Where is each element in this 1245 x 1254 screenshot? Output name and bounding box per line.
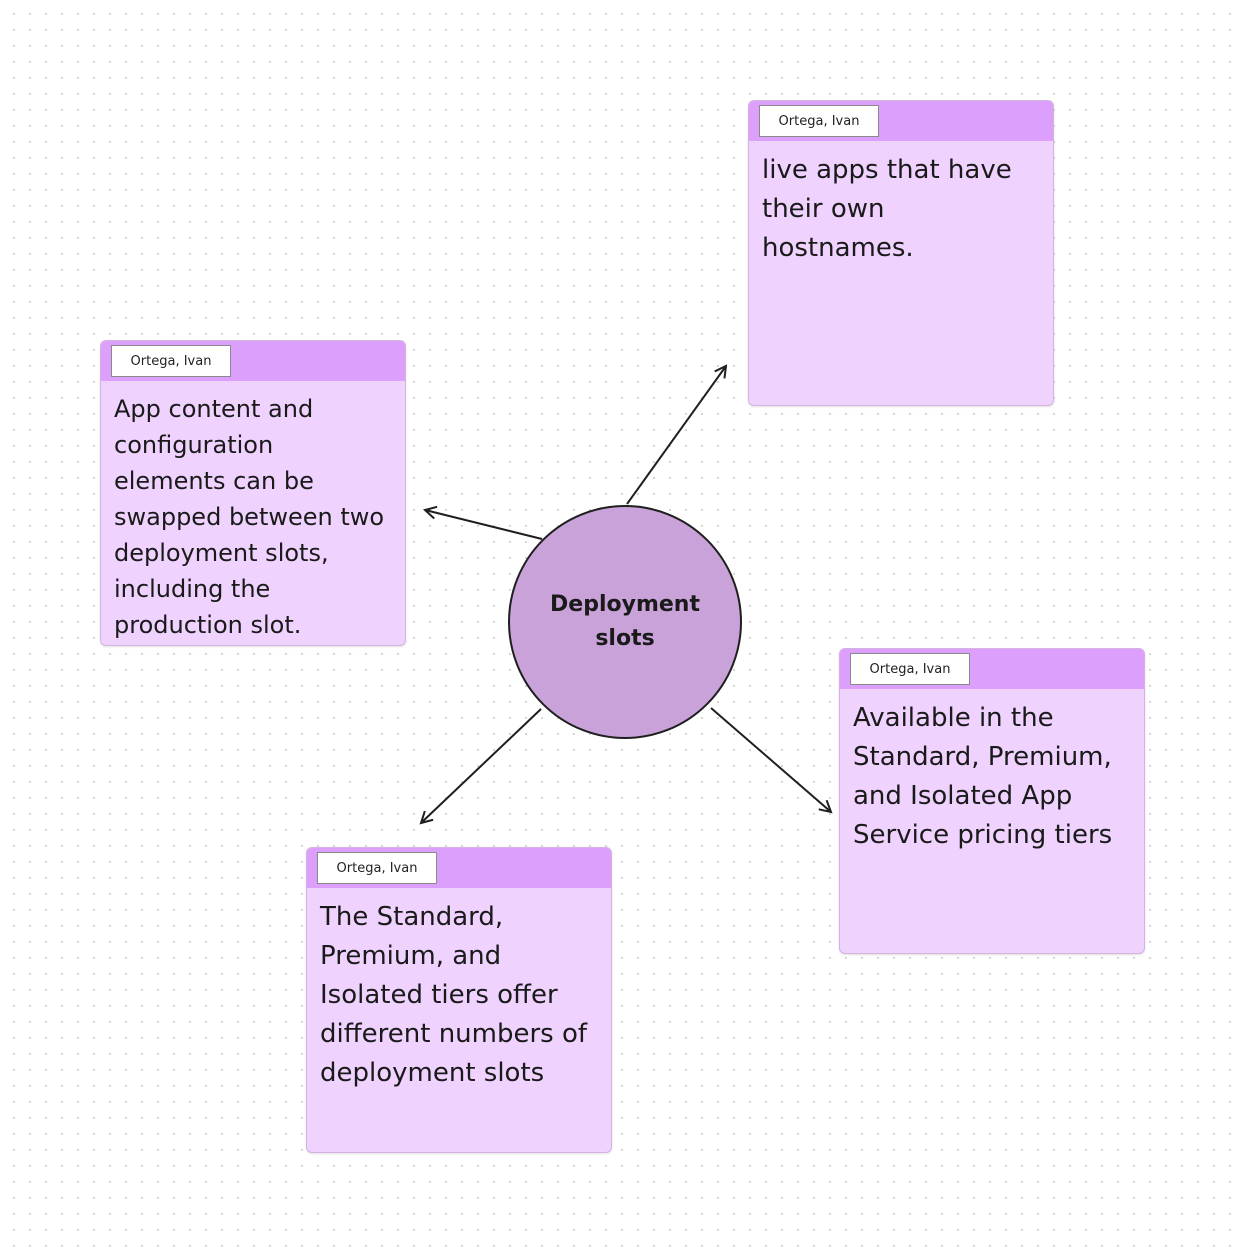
sticky-note-swap[interactable]: Ortega, Ivan App content and configurati… xyxy=(100,340,406,646)
note-text[interactable]: live apps that have their own hostnames. xyxy=(762,155,1012,263)
author-tag: Ortega, Ivan xyxy=(850,653,970,685)
connector-to-right-note[interactable] xyxy=(710,707,831,812)
author-tag: Ortega, Ivan xyxy=(317,852,437,884)
note-header: Ortega, Ivan xyxy=(101,341,405,381)
author-tag: Ortega, Ivan xyxy=(111,345,231,377)
note-text[interactable]: App content and configuration elements c… xyxy=(114,395,385,639)
connector-to-bottom-note[interactable] xyxy=(421,708,542,823)
note-text[interactable]: The Standard, Premium, and Isolated tier… xyxy=(320,902,588,1088)
central-topic-circle[interactable]: Deployment slots xyxy=(508,505,742,739)
connector-to-top-note[interactable] xyxy=(626,366,726,505)
note-header: Ortega, Ivan xyxy=(840,649,1144,689)
sticky-note-availability[interactable]: Ortega, Ivan Available in the Standard, … xyxy=(839,648,1145,954)
author-tag: Ortega, Ivan xyxy=(759,105,879,137)
note-header: Ortega, Ivan xyxy=(307,848,611,888)
note-text[interactable]: Available in the Standard, Premium, and … xyxy=(853,703,1113,850)
central-topic-label: Deployment slots xyxy=(550,592,700,651)
sticky-note-hostnames[interactable]: Ortega, Ivan live apps that have their o… xyxy=(748,100,1054,406)
note-header: Ortega, Ivan xyxy=(749,101,1053,141)
sticky-note-tiers[interactable]: Ortega, Ivan The Standard, Premium, and … xyxy=(306,847,612,1153)
connector-to-left-note[interactable] xyxy=(425,510,543,540)
